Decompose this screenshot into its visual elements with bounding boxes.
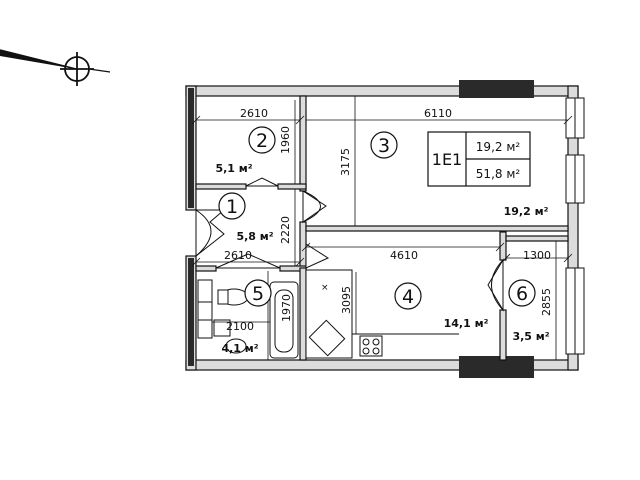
room-2-area: 5,1 м² [215,162,252,175]
dim-2855: 2855 [540,288,553,316]
room-2-number: 2 [256,130,268,152]
room-5-area: 4,1 м² [221,342,258,355]
north-arrow-icon [0,49,111,86]
room-6-number: 6 [516,283,528,305]
total-area: 51,8 м² [476,167,521,181]
apartment-info-box: 1E1 19,2 м² 51,8 м² [427,131,531,187]
dim-3095: 3095 [340,286,353,314]
room-3-area: 19,2 м² [504,205,549,218]
room-4-area: 14,1 м² [444,317,489,330]
apartment-id: 1E1 [432,150,462,169]
dim-1970: 1970 [280,294,293,322]
dim-1300: 1300 [523,249,551,262]
dim-1960: 1960 [279,126,292,154]
room-5-number: 5 [252,283,264,305]
room-1-area: 5,8 м² [236,230,273,243]
dim-6110: 6110 [424,107,452,120]
bathtub-icon [269,281,299,359]
room-3-number: 3 [378,135,390,157]
toilet-icon [197,279,249,354]
dim-2610-top: 2610 [240,107,268,120]
svg-text:×: × [321,283,329,293]
dimension-lines [191,96,573,360]
dim-3175: 3175 [339,148,352,176]
dim-2610-mid: 2610 [224,249,252,262]
room-numbers: 1 2 3 4 5 6 [218,126,536,310]
living-area: 19,2 м² [476,140,521,154]
doors [195,177,504,312]
dim-2100: 2100 [226,320,254,333]
sink-icon: × [308,283,346,357]
stove-icon [359,335,383,357]
room-areas: 5,8 м² 5,1 м² 19,2 м² 14,1 м² 4,1 м² 3,5… [215,162,549,355]
room-1-number: 1 [226,196,238,218]
room-4-number: 4 [402,286,414,308]
dim-4610: 4610 [390,249,418,262]
dimension-labels: 2610 6110 1960 3175 2220 2610 4610 1300 … [224,107,553,333]
dim-2220: 2220 [279,216,292,244]
room-6-area: 3,5 м² [512,330,549,343]
window-icon [565,97,585,355]
